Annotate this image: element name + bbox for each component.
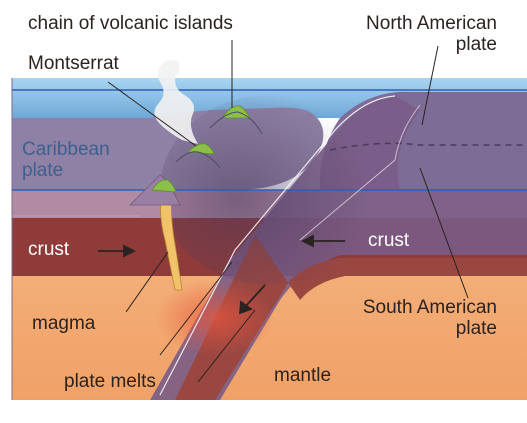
label-north-american-line2: plate: [366, 35, 497, 56]
label-crust-right: crust: [368, 231, 409, 252]
label-south-american-line1: South American: [363, 298, 497, 319]
label-chain-of-volcanic-islands: chain of volcanic islands: [28, 14, 233, 35]
label-south-american-line2: plate: [363, 319, 497, 340]
label-plate-melts: plate melts: [64, 372, 156, 393]
label-north-american-plate: North American plate: [366, 14, 497, 56]
melt-glow: [155, 280, 275, 356]
label-montserrat: Montserrat: [28, 54, 119, 75]
label-caribbean-plate: Caribbean plate: [22, 140, 110, 182]
label-north-american-line1: North American: [366, 14, 497, 35]
label-south-american-plate: South American plate: [363, 298, 497, 340]
label-caribbean-line2: plate: [22, 161, 110, 182]
label-crust-left: crust: [28, 240, 69, 261]
label-mantle: mantle: [274, 366, 331, 387]
label-caribbean-line1: Caribbean: [22, 140, 110, 161]
label-magma: magma: [32, 314, 95, 335]
